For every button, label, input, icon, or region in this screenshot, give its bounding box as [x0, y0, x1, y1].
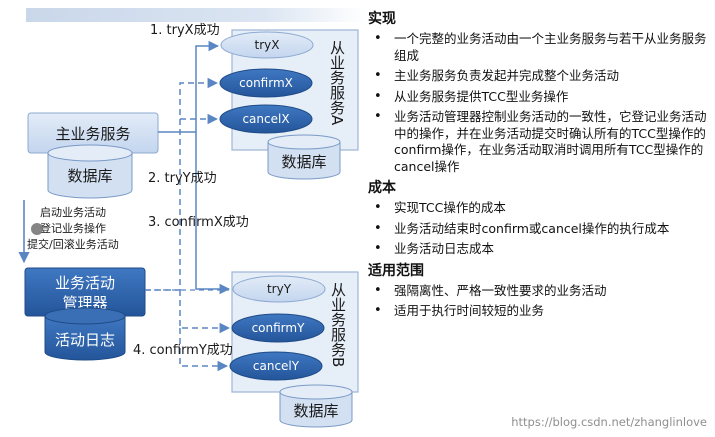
section-cost: 成本 实现TCC操作的成本 业务活动结束时confirm或cancel操作的执行…	[368, 179, 708, 258]
section-implementation: 实现 一个完整的业务活动由一个主业务服务与若干从业务服务组成 主业务服务负责发起…	[368, 10, 708, 175]
bullet-item: 实现TCC操作的成本	[368, 200, 708, 217]
service-b-database-icon: 数据库	[279, 384, 353, 428]
activity-manager-box: 业务活动 管理器	[24, 267, 146, 317]
bullet-item: 强隔离性、严格一致性要求的业务活动	[368, 283, 708, 300]
main-db-label: 数据库	[67, 167, 112, 185]
bullet-item: 业务活动日志成本	[368, 241, 708, 258]
step-2-label: 2. tryY成功	[148, 171, 217, 186]
manager-to-cancely-line	[179, 328, 229, 372]
manager-to-confirmy-line	[179, 290, 231, 334]
watermark-url: https://blog.csdn.net/zhanglinlove	[511, 415, 707, 429]
cancel-x-label: cancelX	[242, 112, 289, 126]
cancel-x-op: cancelX	[219, 104, 313, 134]
section-title: 实现	[368, 11, 396, 27]
note-register-ops: 登记业务操作	[40, 221, 106, 235]
activity-log-icon: 活动日志	[44, 307, 126, 361]
step-3-label: 3. confirmX成功	[148, 215, 249, 230]
cancel-y-op: cancelY	[229, 351, 323, 381]
description-panel: 实现 一个完整的业务活动由一个主业务服务与若干从业务服务组成 主业务服务负责发起…	[368, 10, 708, 425]
section-title: 适用范围	[368, 262, 424, 279]
bullet-item: 业务活动管理器控制业务活动的一致性，它登记业务活动中的操作，并在业务活动提交时确…	[368, 109, 708, 175]
bullet-item: 业务活动结束时confirm或cancel操作的执行成本	[368, 221, 708, 238]
note-commit-rollback: 提交/回滚业务活动	[27, 237, 119, 251]
bullet-item: 主业务服务负责发起并完成整个业务活动	[368, 68, 708, 85]
manager-to-confirmx-line	[145, 77, 219, 291]
note-start-activity: 启动业务活动	[40, 206, 106, 219]
service-b-db-label: 数据库	[293, 402, 338, 420]
bullet-item: 从业务服务提供TCC型业务操作	[368, 89, 708, 106]
title-band	[26, 8, 366, 22]
manager-label-line2: 管理器	[62, 294, 107, 312]
confirm-y-label: confirmY	[252, 321, 306, 335]
try-y-label: tryY	[267, 282, 292, 296]
main-database-icon: 数据库	[47, 144, 133, 199]
service-b-title: 从业务服务B	[329, 282, 347, 367]
main-to-tryy-line	[195, 132, 231, 295]
cursor-dot	[31, 223, 43, 235]
confirm-x-op: confirmX	[219, 68, 313, 98]
section-scope: 适用范围 强隔离性、严格一致性要求的业务活动 适用于执行时间较短的业务	[368, 262, 708, 320]
main-service-label: 主业务服务	[55, 125, 130, 143]
section-title: 成本	[368, 180, 396, 196]
try-y-op: tryY	[232, 275, 326, 303]
service-a-database-icon: 数据库	[267, 134, 341, 180]
service-a-title: 从业务服务A	[328, 40, 346, 126]
main-service-box: 主业务服务	[27, 112, 159, 154]
confirm-y-op: confirmY	[231, 313, 325, 343]
confirm-x-label: confirmX	[239, 76, 293, 90]
try-x-label: tryX	[255, 38, 280, 52]
try-x-op: tryX	[220, 31, 314, 59]
bullet-item: 一个完整的业务活动由一个主业务服务与若干从业务服务组成	[368, 31, 708, 64]
manager-label-line1: 业务活动	[55, 274, 115, 292]
step-1-label: 1. tryX成功	[150, 23, 220, 38]
service-a-db-label: 数据库	[281, 153, 326, 171]
cancel-y-label: cancelY	[253, 359, 300, 373]
step-4-label: 4. confirmY成功	[133, 343, 233, 358]
main-to-tryx-line	[158, 40, 220, 133]
bullet-item: 适用于执行时间较短的业务	[368, 303, 708, 320]
activity-log-label: 活动日志	[55, 331, 115, 349]
